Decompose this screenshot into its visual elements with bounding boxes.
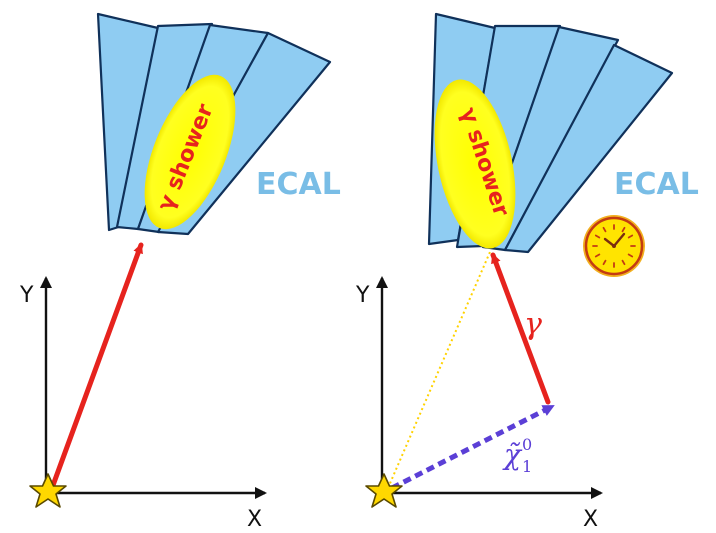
- right-x-axis-label: X: [583, 507, 598, 532]
- left-photon-arrow: [49, 242, 144, 491]
- neutralino-label: χ̃: [502, 438, 523, 471]
- left-shower-ellipse: [144, 74, 236, 230]
- right-photon-arrow: [490, 252, 551, 405]
- photon-label: γ: [524, 307, 542, 342]
- left-star-icon: [29, 473, 67, 508]
- left-x-axis-label: X: [247, 507, 262, 532]
- right-panel: γ shower ECAL: [355, 12, 699, 532]
- neutralino-subscript: 1: [522, 457, 532, 476]
- left-y-axis-label: Y: [19, 283, 34, 308]
- clock-icon: [583, 215, 645, 277]
- right-ecal-label: ECAL: [614, 167, 699, 202]
- neutralino-arrow: [390, 403, 555, 491]
- right-ecal-cell-4: [503, 43, 674, 254]
- right-y-axis-label: Y: [355, 283, 370, 308]
- left-panel: γ shower ECAL Y X: [19, 12, 341, 532]
- projection-line: [387, 251, 491, 489]
- left-ecal-label: ECAL: [256, 167, 341, 202]
- right-shower-ellipse: [434, 79, 516, 249]
- right-star-icon: [365, 473, 403, 508]
- neutralino-superscript: 0: [522, 435, 532, 454]
